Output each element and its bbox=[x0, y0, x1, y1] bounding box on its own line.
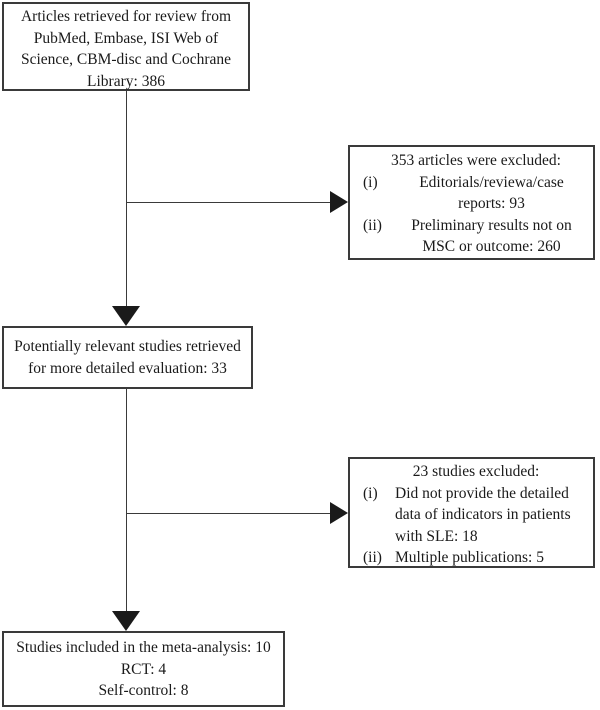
box-text-line: Science, CBM-disc and Cochrane bbox=[20, 51, 232, 68]
box-text-line: Articles retrieved for review from bbox=[20, 8, 231, 25]
arrowhead-down-icon bbox=[112, 306, 140, 326]
box-potentially-relevant-studies: Potentially relevant studies retrieved f… bbox=[2, 326, 253, 389]
box-text-line: Self-control: 8 bbox=[98, 682, 189, 699]
exclusion-item: (i) Did not provide the detailed data of… bbox=[350, 483, 588, 548]
box-articles-excluded: 353 articles were excluded: (i) Editoria… bbox=[348, 145, 595, 260]
exclusion-title: 353 articles were excluded: bbox=[391, 152, 561, 169]
box-text-line: Potentially relevant studies retrieved bbox=[14, 338, 241, 355]
box-text-line: PubMed, Embase, ISI Web of bbox=[33, 29, 219, 47]
exclusion-title: 23 studies excluded: bbox=[412, 463, 540, 480]
connector-top-to-middle-line bbox=[125, 91, 127, 308]
box-studies-excluded: 23 studies excluded: (i) Did not provide… bbox=[348, 457, 595, 568]
arrowhead-down-icon bbox=[112, 611, 140, 631]
arrowhead-right-icon bbox=[330, 191, 348, 213]
item-text-line: MSC or outcome: 260 bbox=[422, 238, 561, 255]
item-text-line: with SLE: 18 bbox=[395, 527, 478, 545]
exclusion-item: (ii) Preliminary results not on MSC or o… bbox=[350, 215, 588, 258]
box-text-line: for more detailed evaluation: 33 bbox=[28, 359, 227, 377]
arrowhead-right-icon bbox=[330, 502, 348, 524]
item-text-line: data of indicators in patients bbox=[395, 506, 571, 523]
connector-middle-to-bottom-line bbox=[125, 389, 127, 612]
item-text: Did not provide the detailed data of ind… bbox=[395, 483, 588, 548]
item-marker: (ii) bbox=[363, 549, 382, 566]
item-text-line: Multiple publications: 5 bbox=[395, 549, 544, 566]
box-text-line: Library: 386 bbox=[87, 72, 165, 90]
item-marker: (i) bbox=[363, 173, 378, 191]
item-text: Multiple publications: 5 bbox=[395, 547, 588, 569]
connector-branch-to-excluded-1-line bbox=[126, 201, 331, 203]
item-marker: (i) bbox=[363, 484, 378, 502]
exclusion-item: (i) Editorials/reviewa/case reports: 93 bbox=[350, 172, 588, 215]
item-text: Editorials/reviewa/case reports: 93 bbox=[395, 172, 588, 215]
item-text-line: Preliminary results not on bbox=[411, 216, 572, 234]
box-studies-included: Studies included in the meta-analysis: 1… bbox=[2, 631, 285, 707]
box-text-line: Studies included in the meta-analysis: 1… bbox=[16, 639, 271, 656]
item-text-line: Editorials/reviewa/case bbox=[419, 173, 564, 191]
box-text-line: RCT: 4 bbox=[120, 660, 167, 678]
item-text-line: reports: 93 bbox=[458, 195, 525, 212]
box-articles-retrieved: Articles retrieved for review from PubMe… bbox=[2, 2, 250, 91]
connector-branch-to-excluded-2-line bbox=[126, 512, 331, 514]
item-text-line: Did not provide the detailed bbox=[395, 484, 569, 502]
item-text: Preliminary results not on MSC or outcom… bbox=[395, 215, 588, 258]
exclusion-item: (ii) Multiple publications: 5 bbox=[350, 547, 588, 569]
item-marker: (ii) bbox=[363, 216, 382, 234]
